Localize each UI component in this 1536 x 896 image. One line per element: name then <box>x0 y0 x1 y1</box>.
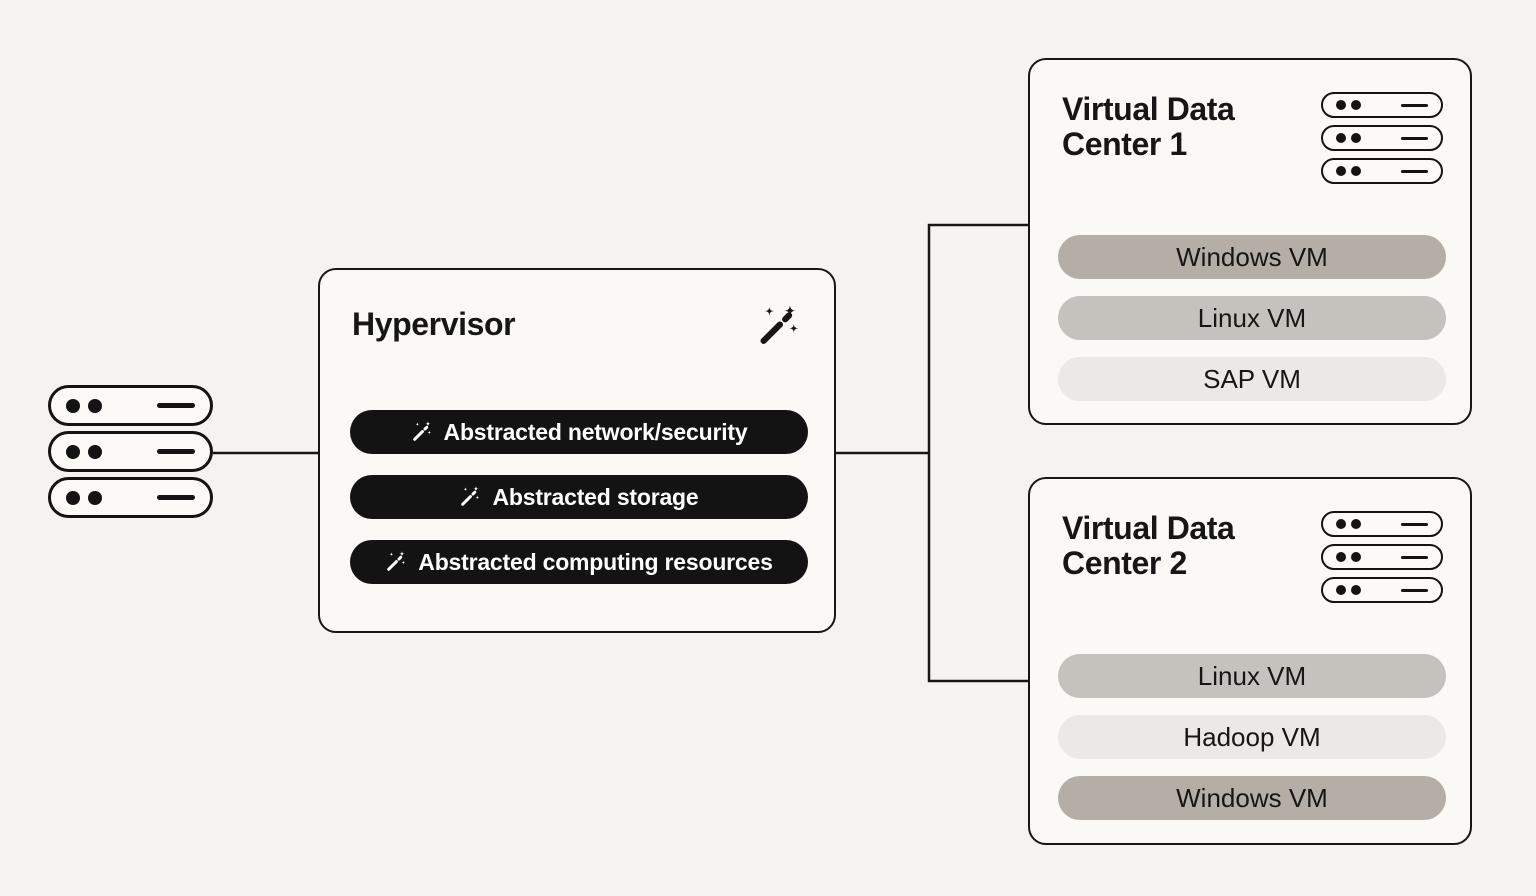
server-icon <box>1321 577 1443 603</box>
server-led-dot <box>1336 133 1346 143</box>
vm-pill-linux: Linux VM <box>1058 654 1446 698</box>
server-led-dot <box>1351 100 1361 110</box>
capability-label: Abstracted network/security <box>443 418 748 445</box>
server-icon <box>1321 125 1443 151</box>
server-led-dot <box>1351 519 1361 529</box>
capability-pill-storage: Abstracted storage <box>350 475 808 519</box>
server-vent-line <box>157 495 195 500</box>
server-led-dot <box>88 444 102 459</box>
server-led-dot <box>66 398 80 413</box>
vm-pill-linux: Linux VM <box>1058 296 1446 340</box>
server-led-dot <box>1336 519 1346 529</box>
vdc1-title-line2: Center 1 <box>1062 126 1187 162</box>
vdc2-server-stack <box>1321 511 1443 603</box>
server-icon <box>1321 92 1443 118</box>
server-vent-line <box>1401 103 1428 107</box>
capability-pill-computing: Abstracted computing resources <box>350 540 808 584</box>
capability-label: Abstracted computing resources <box>418 548 773 575</box>
server-led-dot <box>1336 166 1346 176</box>
server-icon <box>48 385 213 426</box>
server-vent-line <box>1401 555 1428 559</box>
server-icon <box>1321 511 1443 537</box>
server-vent-line <box>157 449 195 454</box>
server-vent-line <box>157 403 195 408</box>
server-icon <box>1321 544 1443 570</box>
server-led-dot <box>1336 100 1346 110</box>
vdc2-title-line1: Virtual Data <box>1062 510 1235 546</box>
vdc2-title-line2: Center 2 <box>1062 545 1187 581</box>
capability-label: Abstracted storage <box>492 483 699 510</box>
magic-wand-icon <box>461 486 480 506</box>
vm-pill-windows: Windows VM <box>1058 776 1446 820</box>
server-led-dot <box>1351 585 1361 595</box>
magic-wand-icon <box>387 551 406 571</box>
magic-wand-icon <box>760 304 799 344</box>
server-led-dot <box>1351 552 1361 562</box>
server-led-dot <box>88 398 102 413</box>
server-led-dot <box>88 490 102 505</box>
vm-pill-sap: SAP VM <box>1058 357 1446 401</box>
magic-wand-icon <box>412 421 431 441</box>
physical-server-stack <box>48 385 213 518</box>
server-icon <box>1321 158 1443 184</box>
vm-label: Linux VM <box>1197 302 1307 333</box>
server-icon <box>48 431 213 472</box>
vm-pill-windows: Windows VM <box>1058 235 1446 279</box>
vm-label: Linux VM <box>1197 660 1307 691</box>
vm-label: SAP VM <box>1203 363 1301 394</box>
server-led-dot <box>66 444 80 459</box>
server-vent-line <box>1401 588 1428 592</box>
server-led-dot <box>1336 552 1346 562</box>
vdc1-title-line1: Virtual Data <box>1062 91 1235 127</box>
server-vent-line <box>1401 136 1428 140</box>
vm-pill-hadoop: Hadoop VM <box>1058 715 1446 759</box>
server-icon <box>48 477 213 518</box>
vm-label: Windows VM <box>1176 241 1328 272</box>
hypervisor-card: Hypervisor Abstracted network/security <box>318 268 836 633</box>
server-led-dot <box>1351 133 1361 143</box>
vdc1-server-stack <box>1321 92 1443 184</box>
server-led-dot <box>66 490 80 505</box>
server-led-dot <box>1336 585 1346 595</box>
hypervisor-title: Hypervisor <box>352 306 516 342</box>
server-led-dot <box>1351 166 1361 176</box>
server-vent-line <box>1401 522 1428 526</box>
vm-label: Hadoop VM <box>1183 721 1321 752</box>
vm-label: Windows VM <box>1176 782 1328 813</box>
capability-pill-network-security: Abstracted network/security <box>350 410 808 454</box>
server-vent-line <box>1401 169 1428 173</box>
